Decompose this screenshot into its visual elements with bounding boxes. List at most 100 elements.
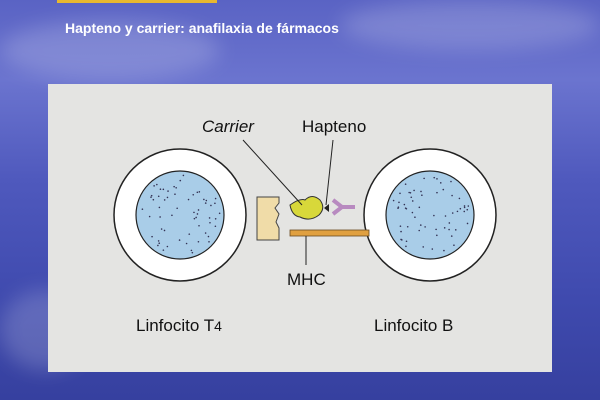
nucleus-speckle	[158, 196, 160, 198]
nucleus-speckle	[467, 223, 469, 225]
nucleus-speckle	[421, 194, 423, 196]
nucleus-speckle	[418, 230, 420, 232]
nucleus-speckle	[406, 208, 408, 210]
cloud	[340, 0, 600, 50]
nucleus-speckle	[445, 215, 447, 217]
nucleus-speckle	[467, 205, 469, 207]
nucleus-speckle	[210, 205, 212, 207]
nucleus-speckle	[205, 232, 207, 234]
nucleus-speckle	[195, 217, 197, 219]
nucleus-speckle	[419, 207, 421, 209]
t-cell-receptor	[257, 197, 279, 240]
nucleus-speckle	[161, 228, 163, 230]
nucleus-speckle	[408, 192, 410, 194]
nucleus-speckle	[194, 218, 196, 220]
nucleus-speckle	[149, 216, 151, 218]
t-cell-label-text: Linfocito T	[136, 316, 214, 335]
nucleus-speckle	[460, 208, 462, 210]
nucleus-speckle	[463, 211, 465, 213]
nucleus-speckle	[157, 245, 159, 247]
nucleus-speckle	[398, 202, 400, 204]
nucleus-speckle	[215, 198, 217, 200]
nucleus-speckle	[423, 178, 425, 180]
nucleus-speckle	[215, 225, 217, 227]
nucleus-speckle	[208, 236, 210, 238]
nucleus-speckle	[164, 230, 166, 232]
nucleus-speckle	[209, 222, 211, 224]
nucleus-speckle	[151, 236, 153, 238]
nucleus-speckle	[142, 208, 144, 210]
nucleus-speckle	[198, 225, 200, 227]
nucleus-speckle	[443, 250, 445, 252]
nucleus-speckle	[171, 214, 173, 216]
t-cell-nucleus	[136, 171, 224, 259]
nucleus-speckle	[197, 191, 199, 193]
nucleus-speckle	[191, 250, 193, 252]
nucleus-speckle	[413, 190, 415, 192]
b-cell-label: Linfocito B	[374, 316, 453, 336]
carrier-label: Carrier	[202, 117, 254, 137]
nucleus-speckle	[436, 192, 438, 194]
slide-title: Hapteno y carrier: anafilaxia de fármaco…	[65, 20, 339, 36]
nucleus-speckle	[150, 196, 152, 198]
nucleus-speckle	[192, 194, 194, 196]
hapten-pointer	[326, 140, 333, 205]
nucleus-speckle	[167, 190, 169, 192]
nucleus-speckle	[405, 183, 407, 185]
nucleus-speckle	[464, 205, 466, 207]
nucleus-speckle	[176, 207, 178, 209]
nucleus-speckle	[436, 178, 438, 180]
nucleus-speckle	[173, 186, 175, 188]
nucleus-speckle	[198, 241, 200, 243]
nucleus-speckle	[151, 195, 153, 197]
nucleus-speckle	[179, 180, 181, 182]
nucleus-speckle	[449, 222, 451, 224]
nucleus-speckle	[179, 239, 181, 241]
nucleus-speckle	[406, 240, 408, 242]
nucleus-speckle	[440, 182, 442, 184]
hapten-label: Hapteno	[302, 117, 366, 137]
nucleus-speckle	[163, 189, 165, 191]
nucleus-speckle	[158, 242, 160, 244]
b-cell-nucleus	[386, 171, 474, 259]
diagram-panel	[48, 84, 552, 372]
nucleus-speckle	[420, 191, 422, 193]
nucleus-speckle	[433, 215, 435, 217]
nucleus-speckle	[175, 187, 177, 189]
nucleus-speckle	[450, 181, 452, 183]
nucleus-speckle	[167, 197, 169, 199]
nucleus-speckle	[159, 207, 161, 209]
nucleus-speckle	[401, 239, 403, 241]
nucleus-speckle	[158, 240, 160, 242]
nucleus-speckle	[197, 213, 199, 215]
nucleus-speckle	[407, 226, 409, 228]
nucleus-speckle	[459, 198, 461, 200]
nucleus-speckle	[400, 225, 402, 227]
hapten-shape	[324, 204, 329, 212]
nucleus-speckle	[435, 229, 437, 231]
nucleus-speckle	[205, 202, 207, 204]
nucleus-speckle	[412, 200, 414, 202]
nucleus-speckle	[444, 227, 446, 229]
nucleus-speckle	[214, 202, 216, 204]
nucleus-speckle	[432, 248, 434, 250]
nucleus-speckle	[186, 243, 188, 245]
b-cell-receptor	[333, 200, 355, 214]
nucleus-speckle	[153, 185, 155, 187]
nucleus-speckle	[203, 199, 205, 201]
nucleus-speckle	[206, 200, 208, 202]
nucleus-speckle	[398, 206, 400, 208]
nucleus-speckle	[414, 216, 416, 218]
mhc-label: MHC	[287, 270, 326, 290]
nucleus-speckle	[451, 195, 453, 197]
nucleus-speckle	[400, 231, 402, 233]
nucleus-speckle	[436, 235, 438, 237]
carrier-shape	[290, 197, 323, 220]
nucleus-speckle	[183, 175, 185, 177]
nucleus-speckle	[452, 212, 454, 214]
nucleus-speckle	[399, 193, 401, 195]
nucleus-speckle	[159, 216, 161, 218]
t-cell-label: Linfocito T4	[136, 316, 222, 336]
nucleus-speckle	[160, 188, 162, 190]
nucleus-speckle	[215, 218, 217, 220]
